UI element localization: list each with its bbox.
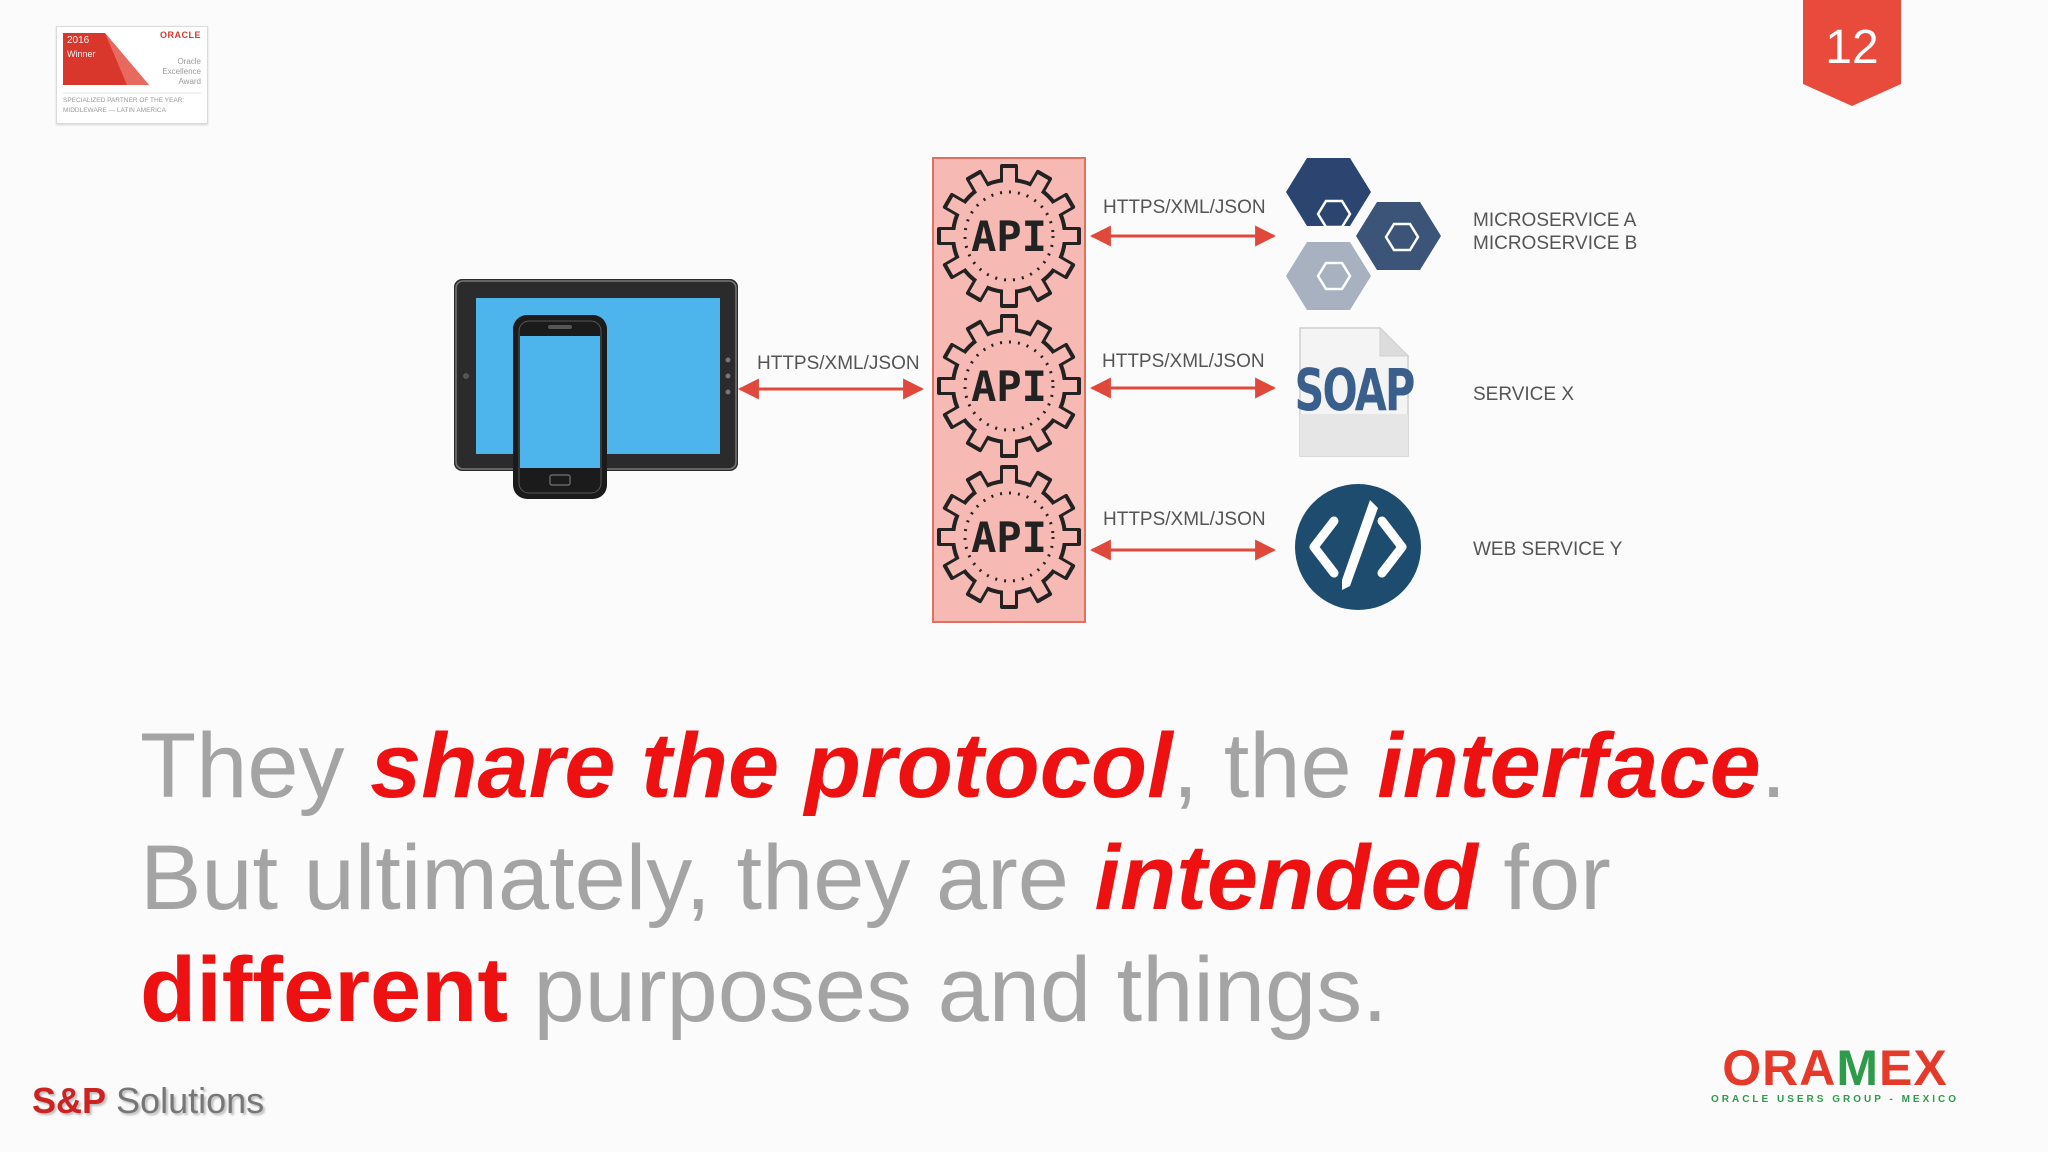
headline-line-2: But ultimately, they are intended for [140,822,1940,934]
backend-protocol-label: HTTPS/XML/JSON [1103,197,1266,218]
award-caption: SPECIALIZED PARTNER OF THE YEAR: [63,97,185,104]
microservice-a-label: MICROSERVICE A [1473,210,1637,231]
oramex-tagline: ORACLE USERS GROUP - MEXICO [1710,1094,1960,1105]
web-service-y-label: WEB SERVICE Y [1473,539,1623,560]
headline-text: for [1477,827,1611,929]
backend-protocol-label: HTTPS/XML/JSON [1103,509,1266,530]
sp-solutions-text: Solutions [106,1080,265,1121]
oramex-ex: EX [1879,1040,1948,1096]
headline-text: But ultimately, they are [140,827,1095,929]
slide-badge-shape [1803,0,1901,106]
headline-text: . [1760,715,1787,817]
backend-protocol-label: HTTPS/XML/JSON [1102,351,1265,372]
api-label: API [971,513,1047,562]
oracle-award-badge: 2016 Winner ORACLE Oracle Excellence Awa… [56,26,208,124]
tablet-phone-icon [454,279,738,499]
soap-document-icon: SOAP [1294,326,1416,457]
headline-line-1: They share the protocol, the interface. [140,710,1940,822]
award-winner: Winner [67,49,96,59]
headline-highlight: share the protocol [370,715,1173,817]
sp-brand: S&P [32,1080,107,1121]
slide-headline: They share the protocol, the interface. … [140,710,1940,1046]
client-protocol-label: HTTPS/XML/JSON [757,353,920,374]
svg-text:SOAP: SOAP [1294,356,1413,424]
award-title-line: Award [178,77,201,86]
oramex-wordmark: ORAMEX [1690,1042,1980,1094]
headline-highlight: interface [1377,715,1761,817]
hexagon-cluster-icon [1286,158,1441,310]
api-label: API [971,212,1047,261]
award-year: 2016 [67,35,90,46]
headline-highlight: intended [1094,827,1478,929]
oramex-ora: ORA [1722,1040,1837,1096]
api-architecture-diagram: API API API SOAP [454,157,1638,623]
award-title-line: Excellence [162,67,201,76]
headline-text: They [140,715,371,817]
award-oracle-logo: ORACLE [160,30,201,40]
microservice-b-label: MICROSERVICE B [1473,233,1638,254]
award-caption: MIDDLEWARE — LATIN AMERICA [63,107,166,114]
oramex-logo: ORAMEX ORACLE USERS GROUP - MEXICO [1690,1042,1980,1108]
code-pen-icon [1295,484,1421,610]
award-graphic [63,33,201,94]
service-x-label: SERVICE X [1473,384,1575,405]
headline-text: , the [1172,715,1378,817]
award-title-line: Oracle [177,57,201,66]
slide-number-badge: 12 [1803,0,1901,106]
headline-text: purposes and things. [508,939,1388,1041]
headline-highlight: different [140,939,508,1041]
headline-line-3: different purposes and things. [140,934,1940,1046]
sp-solutions-logo: S&P Solutions [32,1080,264,1122]
api-label: API [971,362,1047,411]
slide-number: 12 [1825,21,1879,74]
oramex-m: M [1836,1040,1880,1096]
